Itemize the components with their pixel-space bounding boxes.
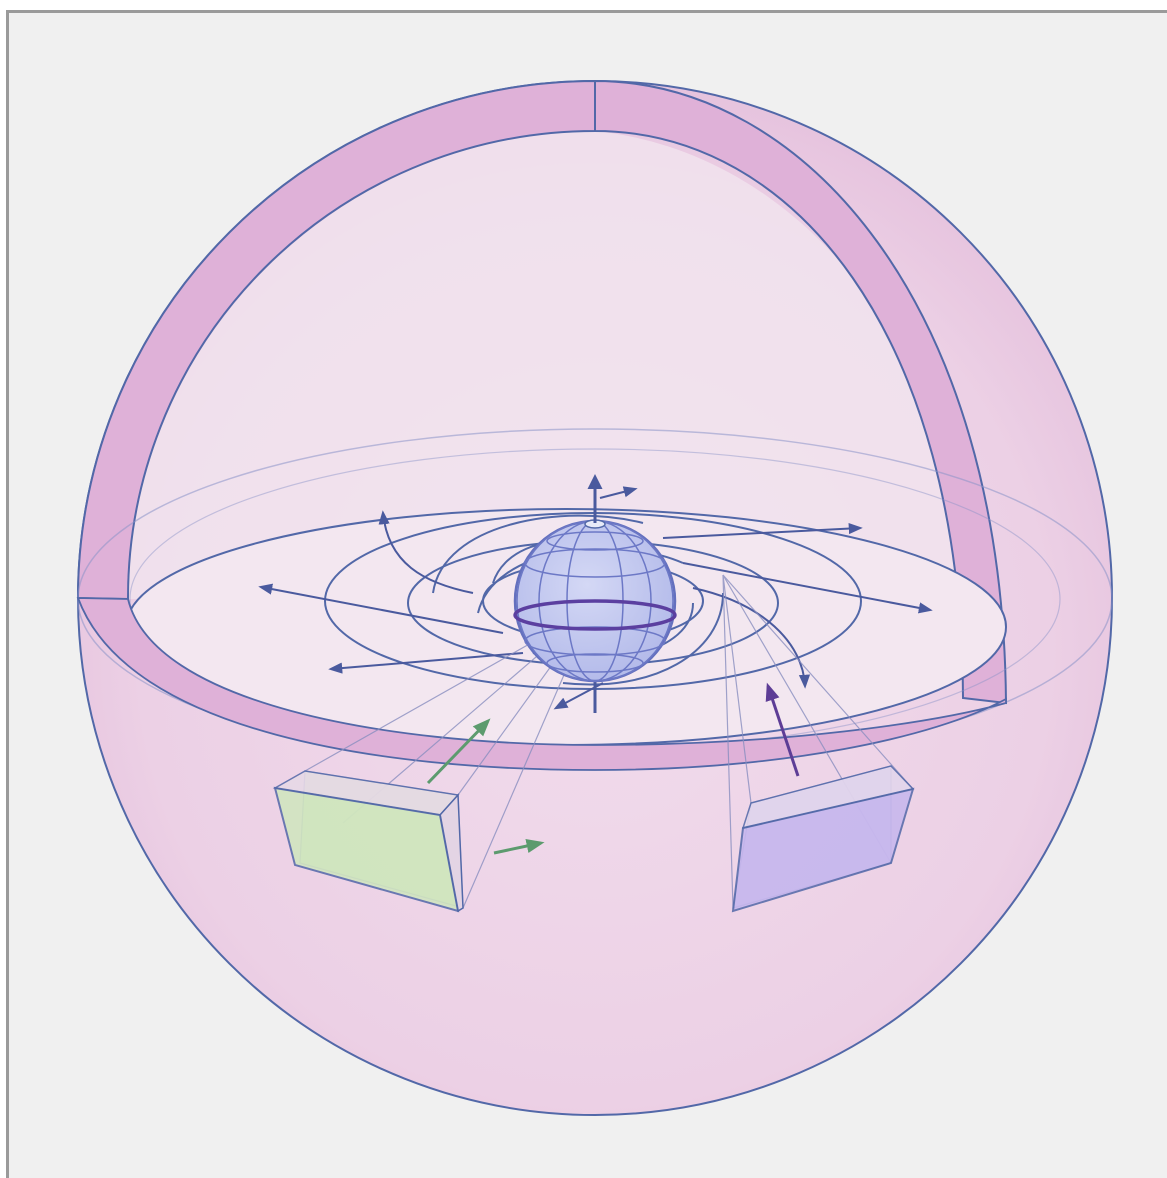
green-volume-element	[272, 770, 464, 913]
green-arrow-right	[493, 838, 545, 855]
flow-arrow-top-small	[599, 486, 638, 499]
sphere-cutaway-diagram	[76, 79, 1113, 1116]
green-arrow-up	[426, 718, 491, 785]
flow-arrow-up-left	[378, 510, 474, 594]
core-equator	[513, 599, 677, 631]
central-core-sphere	[513, 474, 677, 713]
purple-volume-element	[731, 765, 915, 913]
flow-arrow-right-down	[692, 587, 811, 689]
flow-arrow-right	[682, 562, 933, 614]
purple-arrow-up	[765, 682, 800, 777]
flow-arrow-left	[258, 583, 504, 634]
flow-arrows	[258, 486, 933, 710]
diagram-frame	[6, 10, 1167, 1178]
cutaway-interior	[128, 131, 962, 599]
flow-arrow-right-up	[662, 522, 863, 539]
disk-rim-band	[76, 597, 1007, 771]
flow-arrow-lower-left	[328, 652, 524, 674]
